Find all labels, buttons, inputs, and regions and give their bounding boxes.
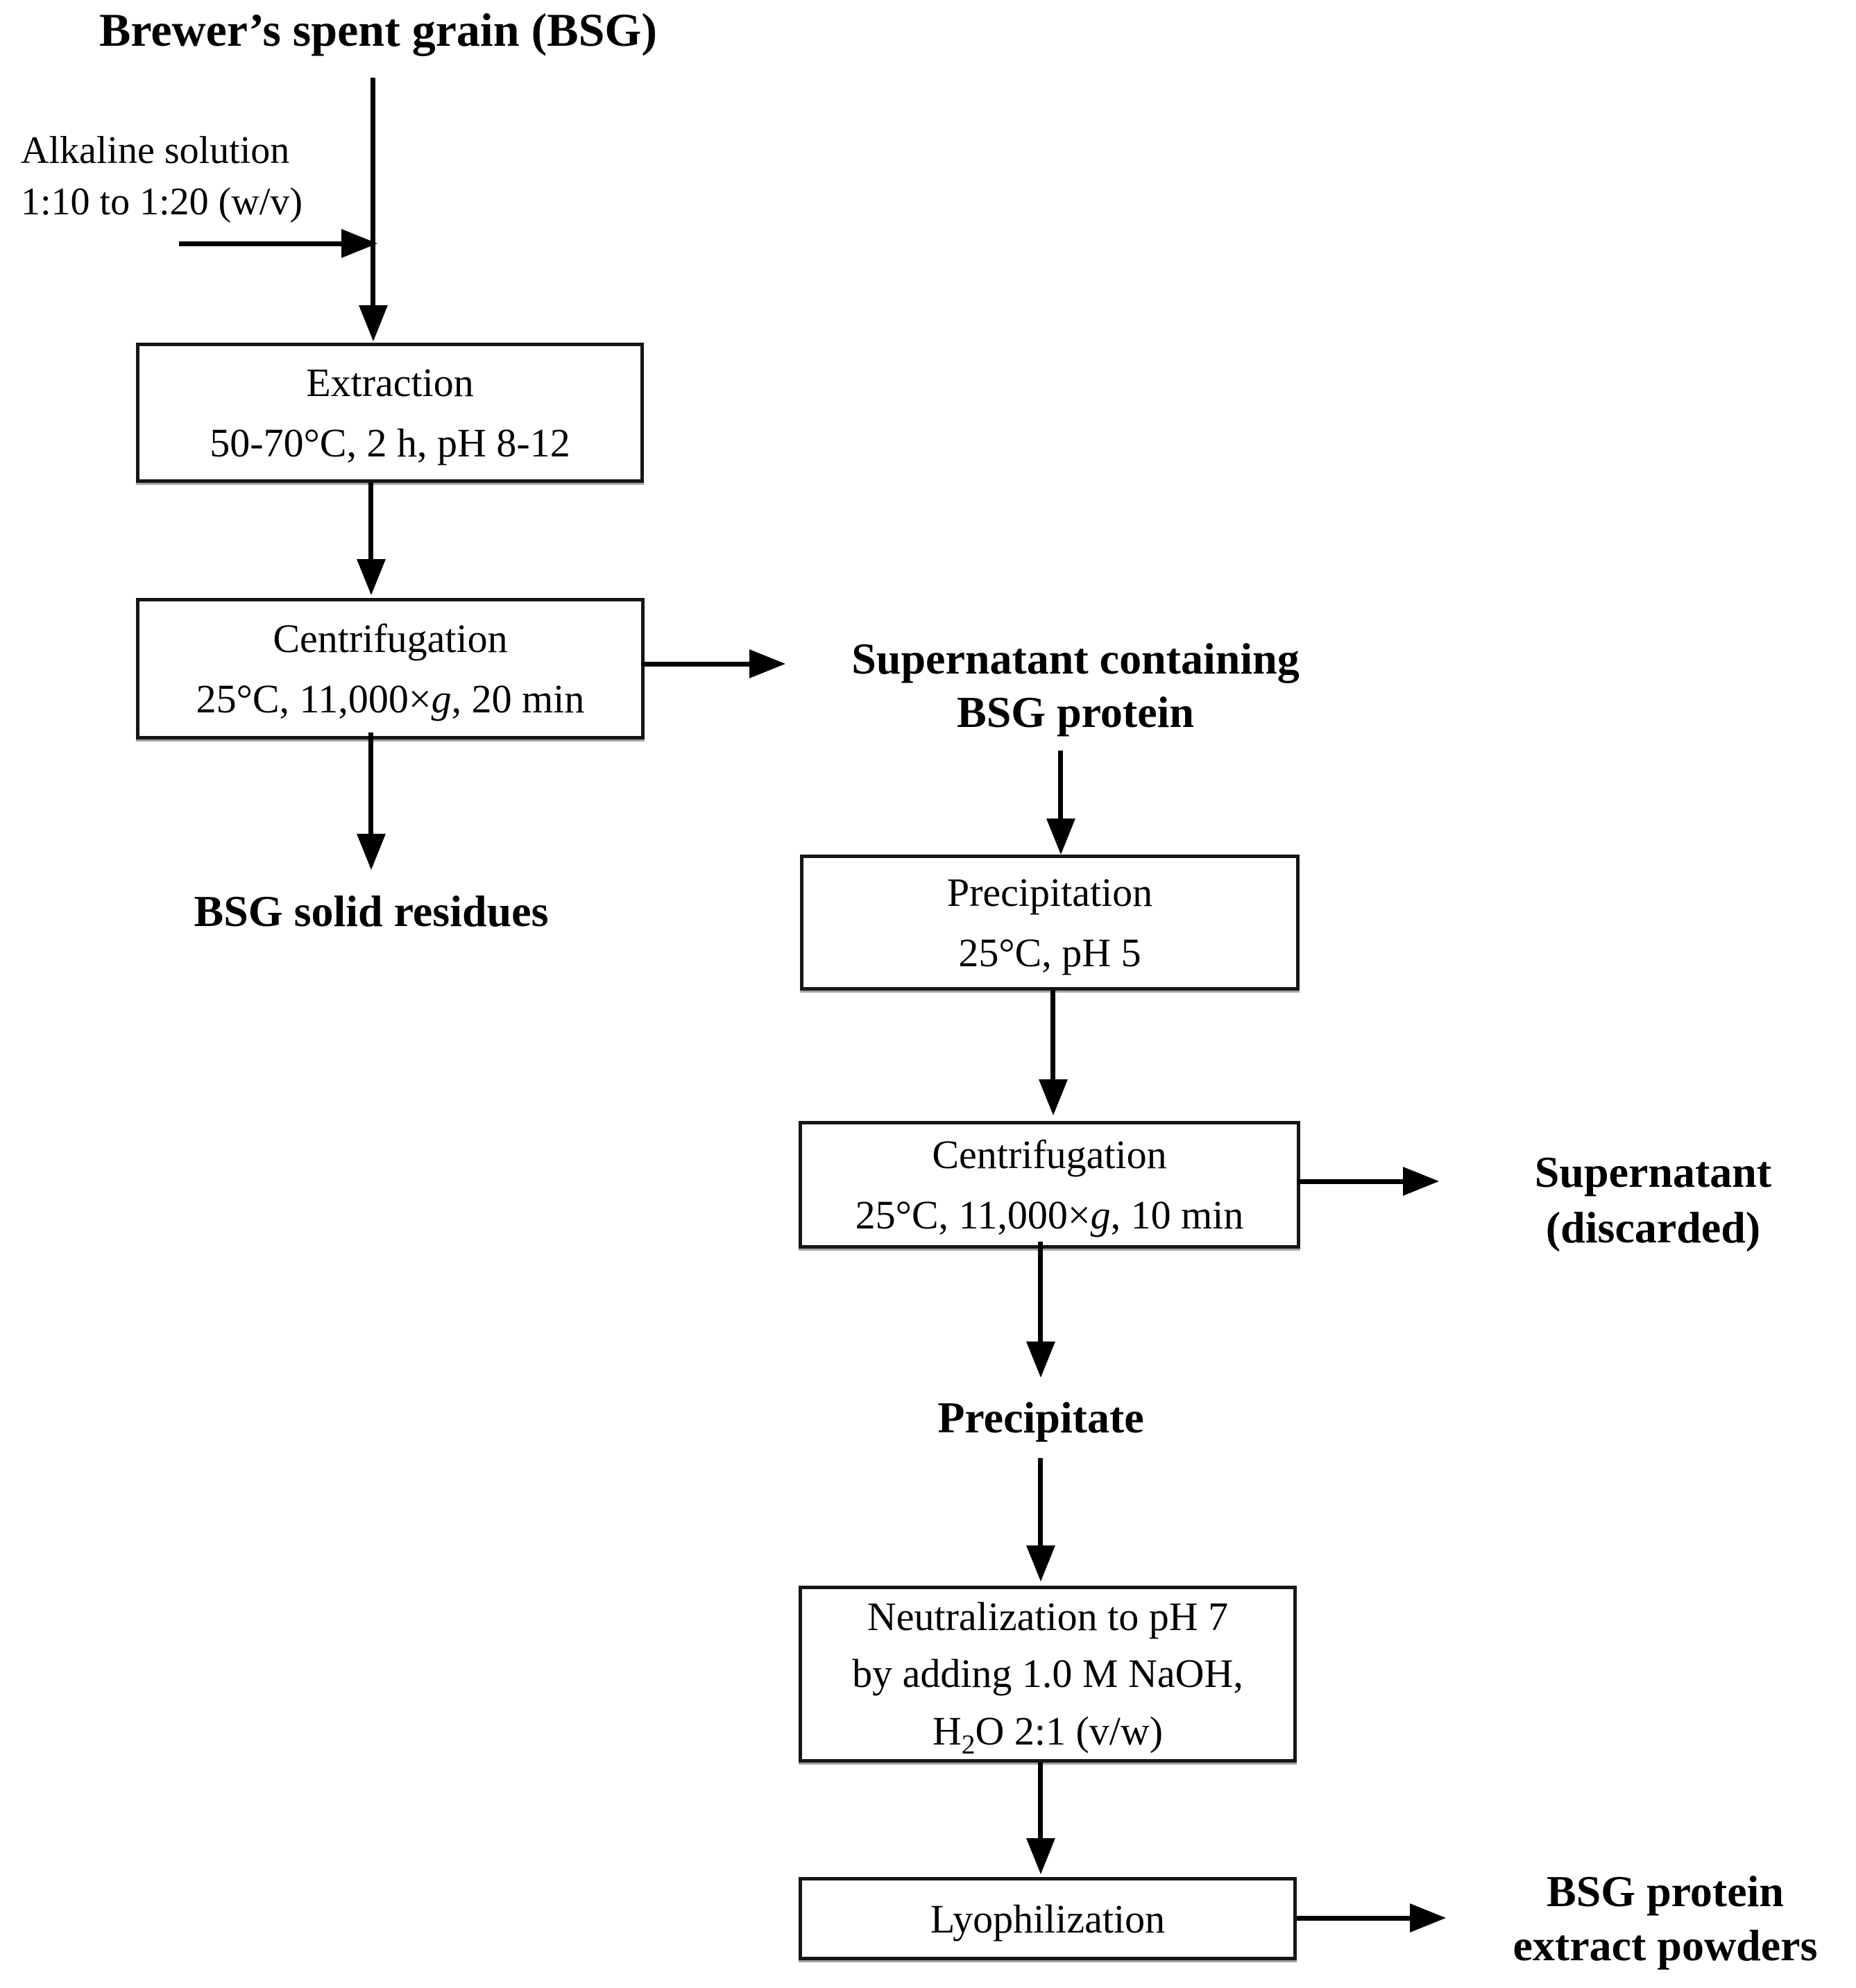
neutralization-line2: by adding 1.0 M NaOH, bbox=[852, 1651, 1243, 1697]
lyophilization-box: Lyophilization bbox=[799, 1877, 1297, 1960]
supernatant2-line2: (discarded) bbox=[1545, 1203, 1761, 1252]
product-line2: extract powders bbox=[1513, 1921, 1818, 1971]
centrifugation1-line1: Centrifugation bbox=[273, 616, 508, 661]
centrifugation2-line2: 25°C, 11,000×g, 10 min bbox=[855, 1192, 1244, 1237]
supernatant1-line2: BSG protein bbox=[957, 687, 1194, 737]
arrow-centrifugation2-to-precipitate-line bbox=[1038, 1242, 1043, 1343]
extraction-line2: 50-70°C, 2 h, pH 8-12 bbox=[210, 420, 570, 465]
arrow-supernatant1-to-precipitation-head bbox=[1046, 819, 1075, 855]
arrow-lyophilization-to-product-head bbox=[1410, 1903, 1446, 1933]
page-title: Brewer’s spent grain (BSG) bbox=[99, 3, 657, 56]
precipitation-box: Precipitation 25°C, pH 5 bbox=[800, 855, 1300, 991]
arrow-precipitation-to-centrifugation2-head bbox=[1039, 1079, 1068, 1115]
arrow-extraction-to-centrifugation-line bbox=[368, 483, 373, 560]
arrow-precipitate-to-neutralization-line bbox=[1038, 1458, 1043, 1547]
arrow-lyophilization-to-product-line bbox=[1297, 1916, 1411, 1921]
arrow-centrifugation2-to-precipitate-head bbox=[1026, 1342, 1055, 1378]
product-line1: BSG protein bbox=[1547, 1867, 1784, 1916]
centrifugation2-box: Centrifugation 25°C, 11,000×g, 10 min bbox=[799, 1121, 1300, 1249]
alkaline-solution-line1: Alkaline solution bbox=[21, 129, 290, 172]
arrow-neutralization-to-lyophilization-line bbox=[1038, 1763, 1043, 1840]
neutralization-box: Neutralization to pH 7 by adding 1.0 M N… bbox=[799, 1586, 1297, 1763]
arrow-precipitate-to-neutralization-head bbox=[1026, 1545, 1055, 1582]
arrow-bsg-to-extraction-line bbox=[371, 78, 375, 307]
arrow-centrifugation1-to-supernatant-line bbox=[641, 662, 751, 667]
bsg-solid-residues-label: BSG solid residues bbox=[194, 886, 549, 936]
arrow-precipitation-to-centrifugation2-line bbox=[1050, 991, 1055, 1081]
centrifugation2-line1: Centrifugation bbox=[932, 1132, 1167, 1177]
neutralization-line1: Neutralization to pH 7 bbox=[867, 1593, 1229, 1639]
supernatant1-label: Supernatant containing BSG protein bbox=[805, 633, 1346, 739]
arrow-centrifugation1-to-residues-head bbox=[357, 834, 386, 870]
arrow-centrifugation1-to-residues-line bbox=[368, 732, 373, 835]
precipitation-line1: Precipitation bbox=[946, 870, 1153, 915]
supernatant2-line1: Supernatant bbox=[1534, 1147, 1772, 1197]
arrow-centrifugation2-to-supernatant2-line bbox=[1297, 1179, 1404, 1184]
neutralization-line3: H2O 2:1 (v/w) bbox=[932, 1708, 1164, 1760]
arrow-neutralization-to-lyophilization-head bbox=[1026, 1838, 1055, 1874]
arrow-extraction-to-centrifugation-head bbox=[357, 559, 386, 595]
arrow-bsg-to-extraction-head bbox=[359, 305, 388, 341]
precipitate-label: Precipitate bbox=[937, 1393, 1144, 1442]
extraction-box: Extraction 50-70°C, 2 h, pH 8-12 bbox=[136, 343, 644, 483]
precipitation-line2: 25°C, pH 5 bbox=[958, 930, 1141, 975]
centrifugation1-box: Centrifugation 25°C, 11,000×g, 20 min bbox=[136, 598, 645, 739]
arrow-centrifugation1-to-supernatant-head bbox=[749, 649, 785, 678]
arrow-alkaline-head bbox=[341, 229, 377, 258]
centrifugation1-line2: 25°C, 11,000×g, 20 min bbox=[196, 676, 585, 721]
supernatant1-line1: Supernatant containing bbox=[851, 634, 1300, 683]
arrow-supernatant1-to-precipitation-line bbox=[1058, 751, 1063, 821]
alkaline-solution-label: Alkaline solution 1:10 to 1:20 (w/v) bbox=[21, 125, 361, 228]
lyophilization-line1: Lyophilization bbox=[930, 1896, 1166, 1942]
supernatant2-label: Supernatant (discarded) bbox=[1450, 1145, 1856, 1256]
product-label: BSG protein extract powders bbox=[1474, 1865, 1856, 1973]
alkaline-solution-line2: 1:10 to 1:20 (w/v) bbox=[21, 180, 303, 224]
arrow-alkaline-line bbox=[179, 241, 346, 246]
arrow-centrifugation2-to-supernatant2-head bbox=[1403, 1167, 1439, 1196]
extraction-line1: Extraction bbox=[306, 360, 474, 405]
